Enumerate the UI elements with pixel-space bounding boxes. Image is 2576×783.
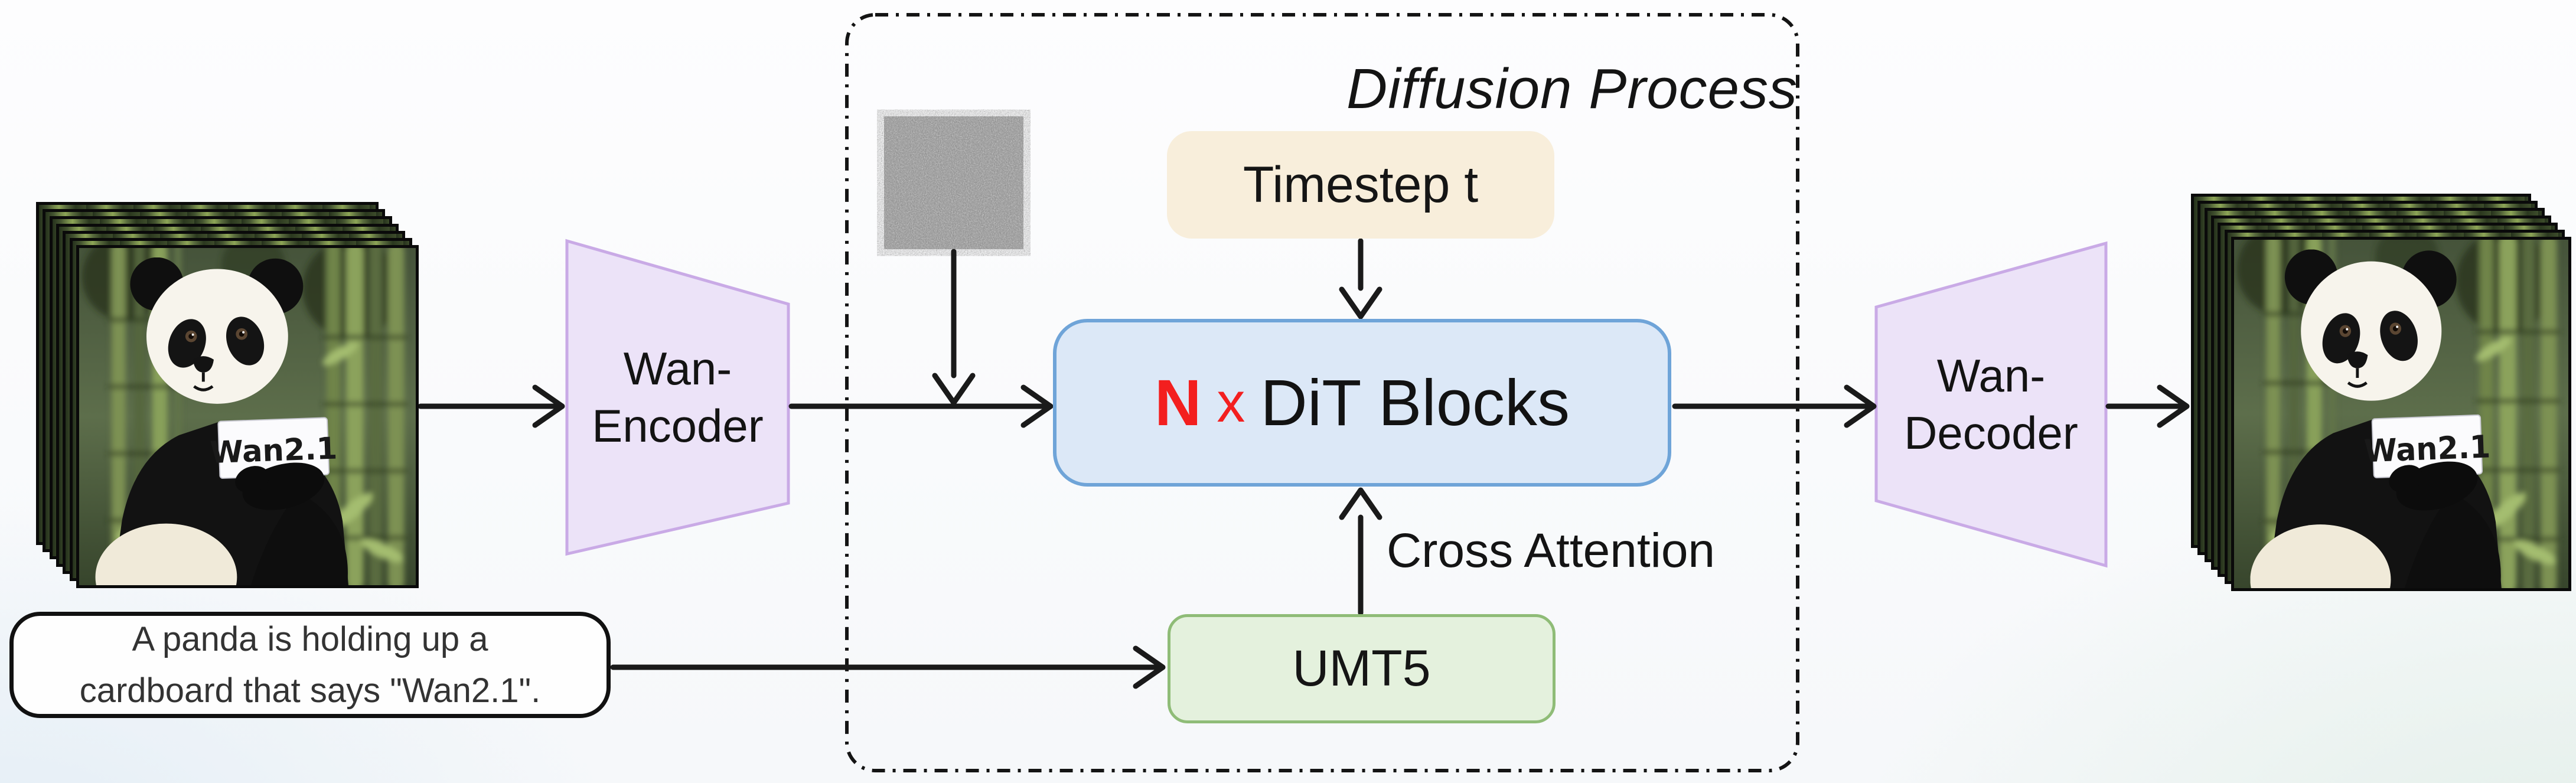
- video-frame-front: Wan2.1: [2231, 237, 2571, 591]
- arrow-umt5-to-dit: [1339, 487, 1382, 616]
- cross-attention-label: Cross Attention: [1386, 524, 1716, 578]
- prompt-line1: A panda is holding up a: [132, 620, 488, 658]
- diffusion-process-boundary: [845, 13, 1799, 772]
- wan-decoder-line2: Decoder: [1904, 407, 2078, 459]
- input-video-frame-stack: Wan2.1: [36, 202, 419, 588]
- arrow-decoder-to-output: [2105, 384, 2190, 428]
- arrow-encoder-to-dit: [788, 384, 1054, 428]
- diffusion-process-title: Diffusion Process: [1346, 57, 1798, 120]
- panda: Wan2.1: [95, 257, 348, 585]
- wan-decoder-shape: [1874, 241, 2108, 568]
- wan-encoder-line2: Encoder: [592, 400, 764, 452]
- video-frame-front: Wan2.1: [76, 245, 419, 588]
- arrow-timestep-to-dit: [1339, 238, 1382, 319]
- dit-count: N: [1154, 366, 1202, 439]
- sign-text: Wan2.1: [2363, 429, 2491, 469]
- arrow-noise-down: [932, 249, 976, 406]
- dit-label: DiT Blocks: [1260, 366, 1570, 439]
- panda-illustration: Wan2.1: [79, 248, 416, 585]
- panda-illustration: Wan2.1: [2234, 240, 2568, 588]
- output-video-frame-stack: Wan2.1: [2191, 194, 2576, 594]
- arrow-prompt-to-umt5: [610, 645, 1166, 689]
- wan-encoder-shape: [565, 239, 790, 556]
- noise-latent-patch: [884, 116, 1023, 249]
- wan-decoder-line1: Wan-: [1936, 349, 2046, 402]
- prompt-line2: cardboard that says "Wan2.1".: [79, 671, 541, 710]
- panda: Wan2.1: [2250, 249, 2502, 588]
- prompt-box: A panda is holding up a cardboard that s…: [9, 612, 611, 718]
- wan-decoder-label: Wan- Decoder: [1876, 243, 2106, 566]
- arrow-input-to-encoder: [418, 384, 565, 428]
- flow-arrows: [418, 238, 2190, 689]
- dit-blocks-box: N x DiT Blocks: [1053, 319, 1671, 487]
- timestep-label: Timestep t: [1243, 156, 1479, 213]
- umt5-label: UMT5: [1292, 640, 1431, 697]
- umt5-box: UMT5: [1168, 614, 1556, 723]
- wan-encoder-label: Wan- Encoder: [567, 241, 788, 554]
- sign-text: Wan2.1: [210, 432, 338, 471]
- wan-encoder-line1: Wan-: [623, 342, 732, 394]
- arrow-dit-to-decoder: [1672, 384, 1877, 428]
- timestep-box: Timestep t: [1167, 131, 1554, 239]
- dit-times: x: [1217, 371, 1245, 434]
